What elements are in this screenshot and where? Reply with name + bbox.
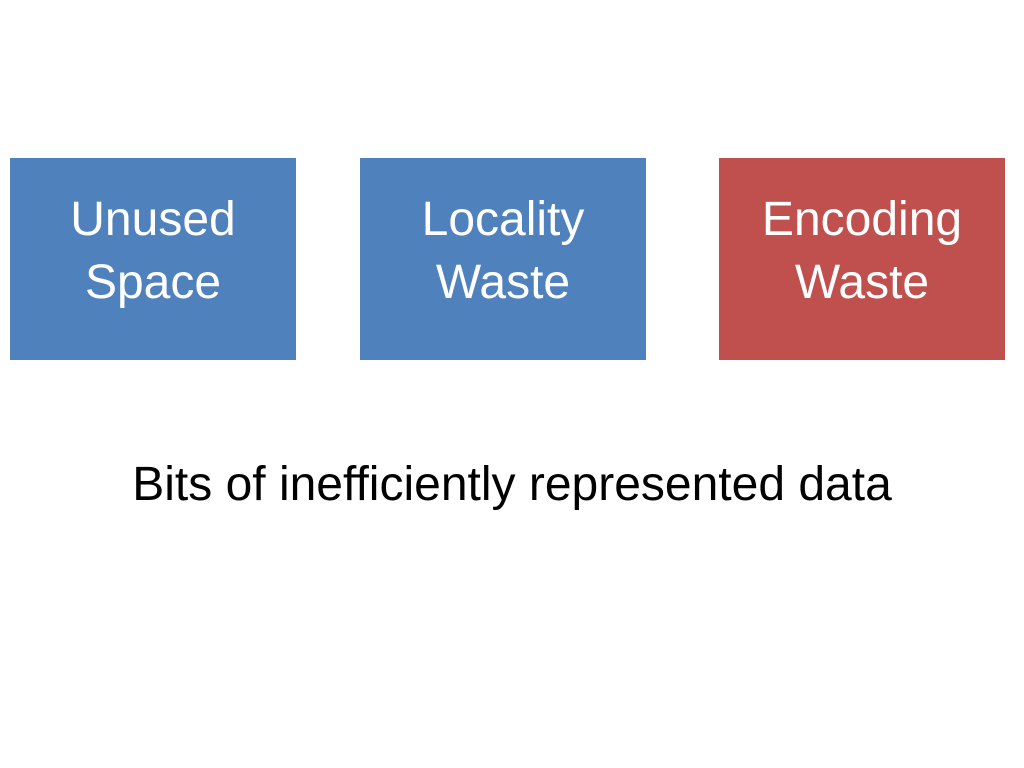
unused-space-label-line-1: Unused [70,193,236,246]
locality-waste-label-line-2: Waste [435,256,571,309]
encoding-waste-label-line-2: Waste [794,256,930,309]
encoding-waste-label-line-1: Encoding [761,193,963,246]
caption-text: Bits of inefficiently represented data [132,458,892,511]
unused-space-box: Unused Space [10,158,296,360]
unused-space-label-line-2: Space [84,256,222,309]
locality-waste-label-line-1: Locality [421,193,585,246]
locality-waste-label: Locality Waste [422,188,585,314]
unused-space-label: Unused Space [70,188,235,314]
encoding-waste-box: Encoding Waste [719,158,1005,360]
encoding-waste-label: Encoding Waste [762,188,962,314]
locality-waste-box: Locality Waste [360,158,646,360]
